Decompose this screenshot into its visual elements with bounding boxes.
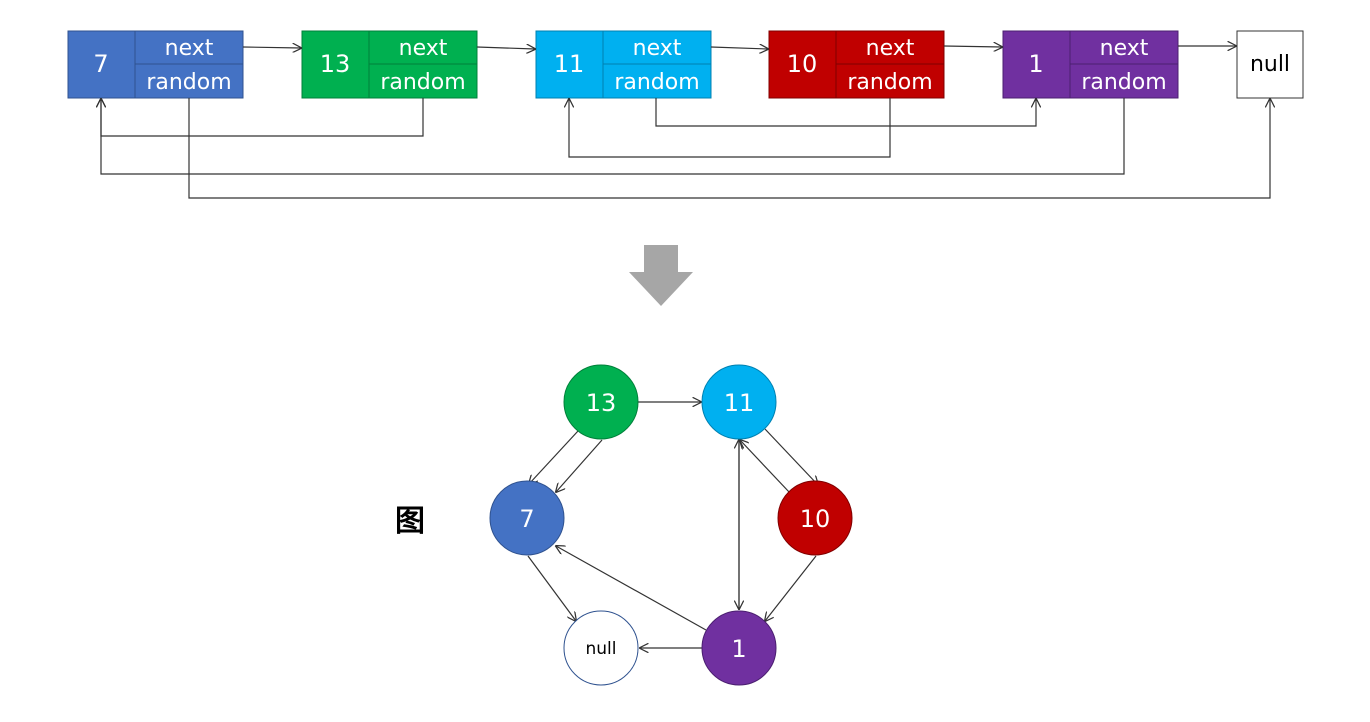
list-node-13-next-label: next xyxy=(399,36,448,61)
graph-edge-10-11 xyxy=(740,440,791,494)
list-node-1-next-label: next xyxy=(1100,36,1149,61)
random-arrow-7-to-null xyxy=(188,98,1270,199)
list-node-13-value: 13 xyxy=(320,50,351,78)
graph-node-10: 10 xyxy=(777,480,853,556)
list-node-1: 1 next random xyxy=(1002,30,1179,99)
graph-edges xyxy=(528,402,818,648)
next-arrow-13-11 xyxy=(476,47,535,49)
graph-edge-10-1 xyxy=(765,555,817,621)
list-node-7-next-label: next xyxy=(165,36,214,61)
graph-node-1: 1 xyxy=(701,610,777,686)
list-node-11-next-label: next xyxy=(633,36,682,61)
graph-node-11-label: 11 xyxy=(724,389,755,417)
graph-label: 图 xyxy=(395,504,425,539)
list-node-7-random-box xyxy=(134,63,244,99)
graph-node-1-circle xyxy=(701,610,777,686)
graph-node-10-label: 10 xyxy=(800,505,831,533)
list-node-10-next-label: next xyxy=(866,36,915,61)
list-null-node: null xyxy=(1236,30,1304,99)
graph-edge-7-null xyxy=(527,555,576,621)
graph-node-7-label: 7 xyxy=(519,505,534,533)
list-node-11-value: 11 xyxy=(554,50,585,78)
graph-node-13-label: 13 xyxy=(586,389,617,417)
list-node-10-value: 10 xyxy=(787,50,818,78)
list-node-11-random-box xyxy=(602,63,712,99)
random-arrow-13-to-7 xyxy=(101,98,424,137)
graph-node-11: 11 xyxy=(701,364,777,440)
list-node-10-random-box xyxy=(835,63,945,99)
list-node-1-next-box xyxy=(1069,30,1179,65)
list-node-13-random-label: random xyxy=(380,70,465,95)
list-node-1-random-label: random xyxy=(1081,70,1166,95)
list-node-11-next-box xyxy=(602,30,712,65)
random-pointer-arrows xyxy=(101,98,1270,199)
list-node-13: 13 next random xyxy=(301,30,478,99)
graph-node-null-label: null xyxy=(586,639,617,659)
graph-node-null: null xyxy=(563,610,639,686)
list-node-13-random-box xyxy=(368,63,478,99)
list-node-10-random-label: random xyxy=(847,70,932,95)
list-node-1-value: 1 xyxy=(1028,50,1043,78)
graph-node-7: 7 xyxy=(489,480,565,556)
list-node-7-value-box xyxy=(67,30,136,99)
list-node-10: 10 next random xyxy=(768,30,945,99)
graph-node-null-circle xyxy=(563,610,639,686)
random-arrow-10-to-11 xyxy=(569,98,891,158)
next-arrow-7-13 xyxy=(242,47,301,48)
list-node-7-value: 7 xyxy=(93,50,108,78)
list-node-11-random-label: random xyxy=(614,70,699,95)
list-node-11: 11 next random xyxy=(535,30,712,99)
graph-node-1-label: 1 xyxy=(731,635,746,663)
list-node-13-value-box xyxy=(301,30,370,99)
graph-node-10-circle xyxy=(777,480,853,556)
graph-edge-1-7 xyxy=(556,546,707,631)
list-node-7-random-label: random xyxy=(146,70,231,95)
next-arrow-10-1 xyxy=(943,46,1002,47)
graph-edge-7-13 xyxy=(529,430,579,484)
graph-node-7-circle xyxy=(489,480,565,556)
list-node-10-value-box xyxy=(768,30,837,99)
graph-edge-11-10 xyxy=(764,428,818,485)
graph-edge-13-7 xyxy=(556,439,603,492)
next-arrow-11-10 xyxy=(710,47,768,49)
random-arrow-1-to-7 xyxy=(101,98,1125,175)
random-arrow-11-to-1 xyxy=(655,98,1036,127)
graph-node-13: 13 xyxy=(563,364,639,440)
next-pointer-arrows xyxy=(242,46,1236,49)
list-node-7-next-box xyxy=(134,30,244,65)
list-node-11-value-box xyxy=(535,30,604,99)
transform-down-arrow xyxy=(629,245,693,306)
graph-node-13-circle xyxy=(563,364,639,440)
list-null-label: null xyxy=(1250,52,1290,77)
list-node-10-next-box xyxy=(835,30,945,65)
list-node-7: 7 next random xyxy=(67,30,244,99)
list-node-1-value-box xyxy=(1002,30,1071,99)
list-null-box xyxy=(1236,30,1304,99)
graph-node-11-circle xyxy=(701,364,777,440)
